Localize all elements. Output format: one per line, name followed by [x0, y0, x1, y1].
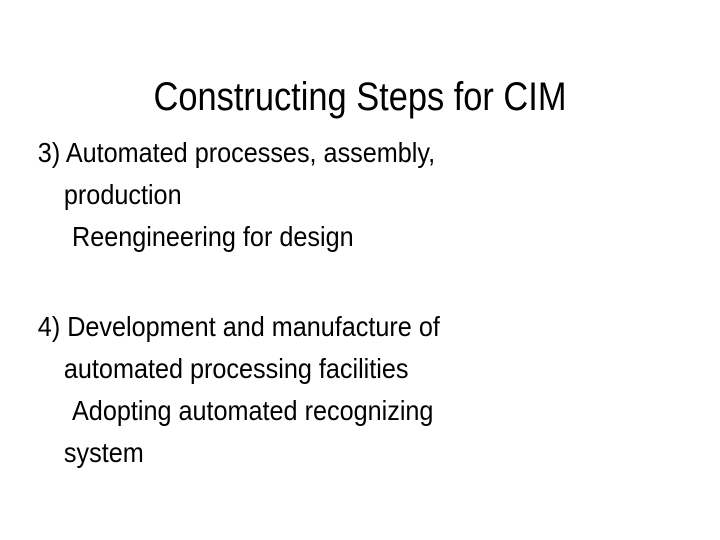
bullet-paragraph-step-3: 3) Automated processes, assembly, produc…: [36, 132, 696, 258]
bullet-line: 3) Automated processes, assembly,: [37, 137, 436, 168]
bullet-line: Adopting automated recognizing: [72, 395, 434, 426]
slide-body: 3) Automated processes, assembly, produc…: [36, 132, 696, 474]
bullet-line: system: [63, 437, 144, 468]
bullet-line: Reengineering for design: [72, 221, 354, 252]
bullet-line: automated processing facilities: [63, 353, 409, 384]
bullet-paragraph-step-4: 4) Development and manufacture of automa…: [36, 306, 696, 474]
bullet-line: 4) Development and manufacture of: [37, 311, 440, 342]
page-title: Constructing Steps for CIM: [153, 74, 567, 119]
bullet-line: production: [63, 179, 182, 210]
